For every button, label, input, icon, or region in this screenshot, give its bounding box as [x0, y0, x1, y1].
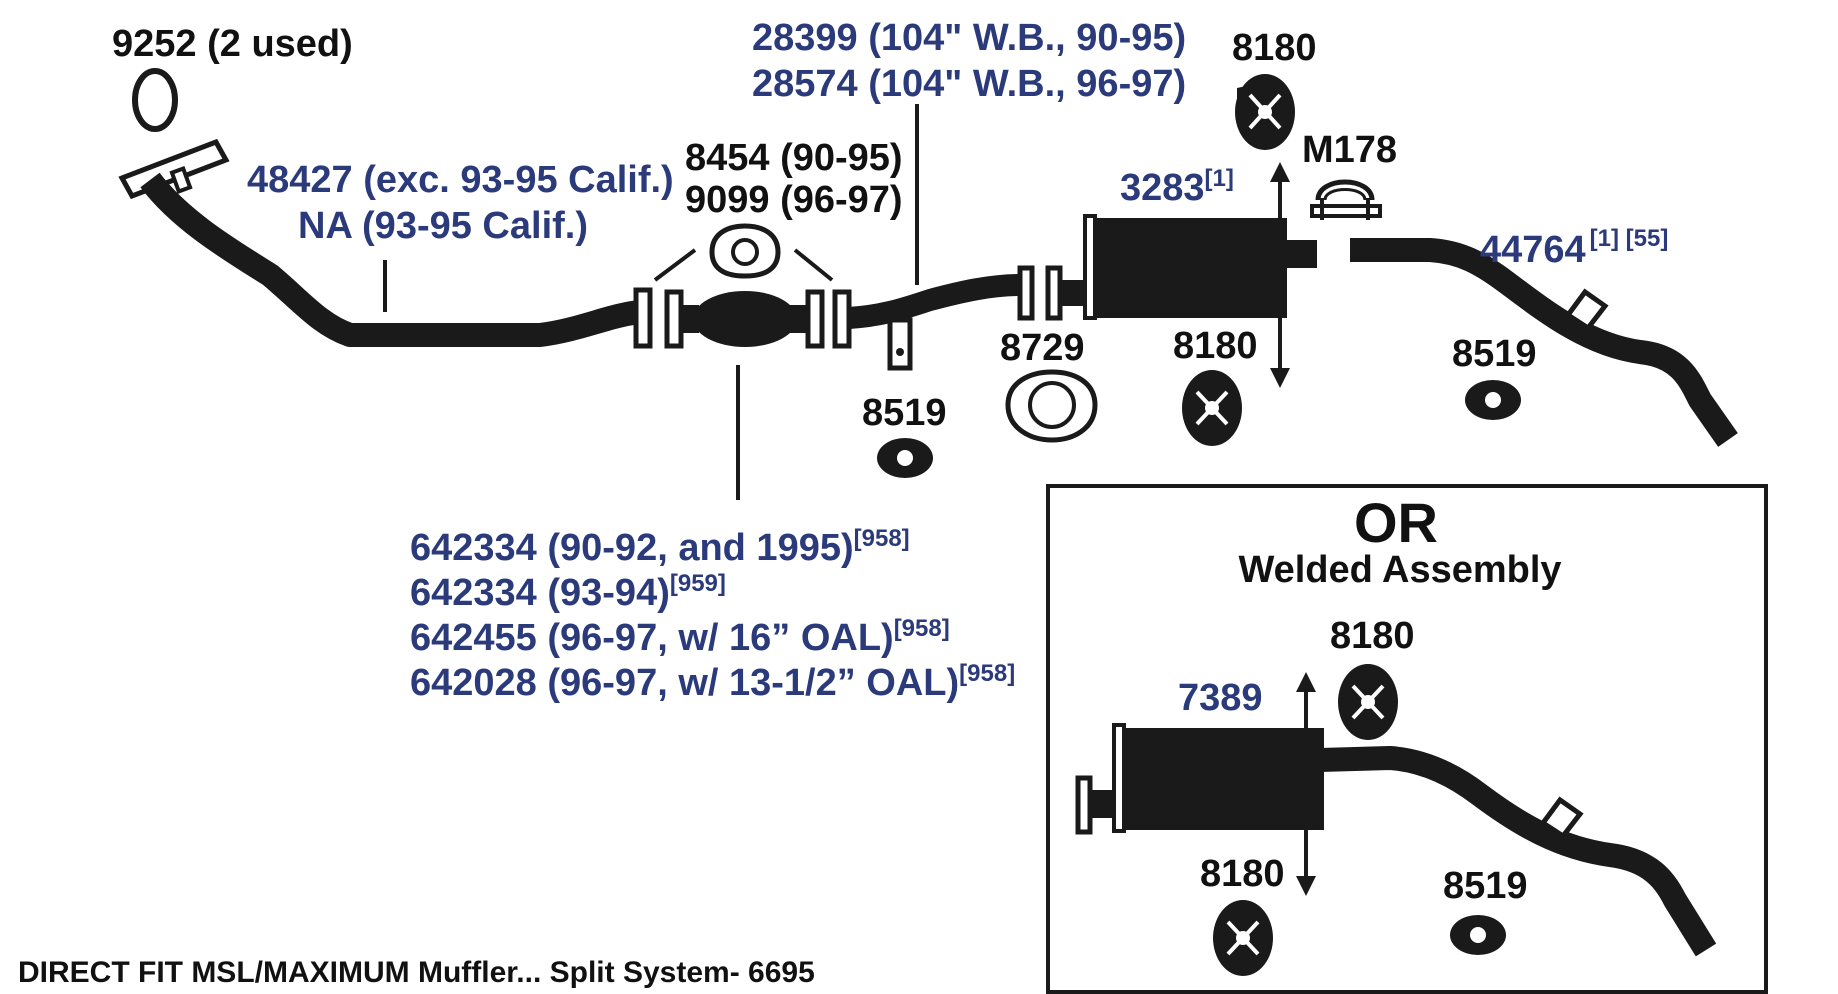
inset-arrow-up	[1296, 672, 1316, 692]
int-pipe-front-flange	[832, 289, 852, 349]
label-cat-1: 642334 (90-92, and 1995)[958]	[410, 525, 910, 569]
muffler-3283	[1045, 214, 1317, 321]
clamp-m178	[1310, 179, 1382, 220]
label-tailpipe: 44764[1] [55]	[1480, 225, 1668, 271]
inset-arrow-down	[1296, 876, 1316, 896]
catalytic-converter	[664, 289, 825, 349]
inset-muffler-flange	[1112, 723, 1126, 833]
hanger-8519-tail	[1465, 380, 1521, 420]
label-gasket-cat-1: 8454 (90-95)	[685, 137, 903, 179]
tailpipe-hanger-tab	[1564, 288, 1609, 332]
label-gasket-9252: 9252 (2 used)	[112, 23, 353, 65]
hanger-8180-mid	[1182, 370, 1242, 446]
cat-2-text: 642334 (93-94)	[410, 572, 670, 614]
inset-label-muffler: 7389	[1178, 677, 1263, 719]
gasket-8729	[1005, 369, 1098, 443]
inset-hanger-top-hole	[1361, 695, 1375, 709]
label-clamp: M178	[1302, 129, 1397, 171]
muffler-note: [1]	[1205, 165, 1234, 192]
int-pipe-rear-flange	[1017, 265, 1035, 321]
cat-4-note: [958]	[959, 660, 1015, 687]
muffler-part-number: 3283	[1120, 167, 1205, 209]
label-cat-4: 642028 (96-97, w/ 13-1/2” OAL)[958]	[410, 660, 1015, 704]
gasket-cat	[653, 223, 834, 282]
int-pipe-hanger-hole	[896, 348, 904, 356]
hanger-8519-int	[877, 438, 933, 478]
footer-caption: DIRECT FIT MSL/MAXIMUM Muffler... Split …	[18, 956, 815, 989]
inset-subtitle: Welded Assembly	[1238, 549, 1561, 591]
inset-hanger-tail-hole	[1470, 927, 1486, 943]
tailpipe-note: [1] [55]	[1590, 225, 1669, 252]
inset-tailpipe	[1319, 746, 1717, 957]
cat-4-text: 642028 (96-97, w/ 13-1/2” OAL)	[410, 662, 959, 704]
inset-welded-assembly: OR Welded Assembly 7389 8180 8180 8519	[1046, 484, 1768, 994]
label-hanger-mid: 8180	[1173, 325, 1258, 367]
int-pipe-hanger-tab	[887, 317, 913, 371]
inset-hanger-bottom-hole	[1236, 931, 1250, 945]
label-cat-3: 642455 (96-97, w/ 16” OAL)[958]	[410, 615, 950, 659]
muffler-position-arrow	[1270, 162, 1290, 388]
tailpipe-44764	[1350, 238, 1738, 447]
label-gasket-cat-2: 9099 (96-97)	[685, 179, 903, 221]
inset-label-hanger-bottom: 8180	[1200, 853, 1285, 895]
inset-label-hanger-top: 8180	[1330, 615, 1415, 657]
label-gasket-mid: 8729	[1000, 327, 1085, 369]
cat-1-note: [958]	[854, 525, 910, 552]
label-int-pipe-2: 28574 (104" W.B., 96-97)	[752, 63, 1186, 105]
intermediate-pipe	[848, 274, 1021, 329]
inset-inlet-flange	[1075, 775, 1093, 835]
cat-1-text: 642334 (90-92, and 1995)	[410, 527, 854, 569]
front-pipe-end-flange	[633, 287, 653, 349]
inset-tailpipe-hanger-tab	[1539, 796, 1584, 840]
gasket-9252-ring	[132, 68, 178, 132]
cat-3-text: 642455 (96-97, w/ 16” OAL)	[410, 617, 894, 659]
tailpipe-part-number: 44764	[1480, 229, 1586, 271]
label-muffler: 3283[1]	[1120, 165, 1234, 209]
inset-label-hanger-tail: 8519	[1443, 865, 1528, 907]
label-front-pipe-1: 48427 (exc. 93-95 Calif.)	[247, 159, 674, 201]
label-hanger-int: 8519	[862, 392, 947, 434]
cat-3-note: [958]	[894, 615, 950, 642]
label-front-pipe-2: NA (93-95 Calif.)	[298, 205, 588, 247]
label-hanger-top: 8180	[1232, 27, 1317, 69]
cat-2-note: [959]	[670, 570, 726, 597]
label-cat-2: 642334 (93-94)[959]	[410, 570, 726, 614]
hanger-8180-top	[1235, 74, 1295, 150]
inset-or: OR	[1354, 491, 1438, 554]
inset-muffler-body	[1124, 728, 1324, 830]
label-int-pipe-1: 28399 (104" W.B., 90-95)	[752, 17, 1186, 59]
front-pipe-flange	[118, 138, 230, 200]
label-hanger-tail: 8519	[1452, 333, 1537, 375]
front-pipe-48427	[140, 172, 642, 347]
